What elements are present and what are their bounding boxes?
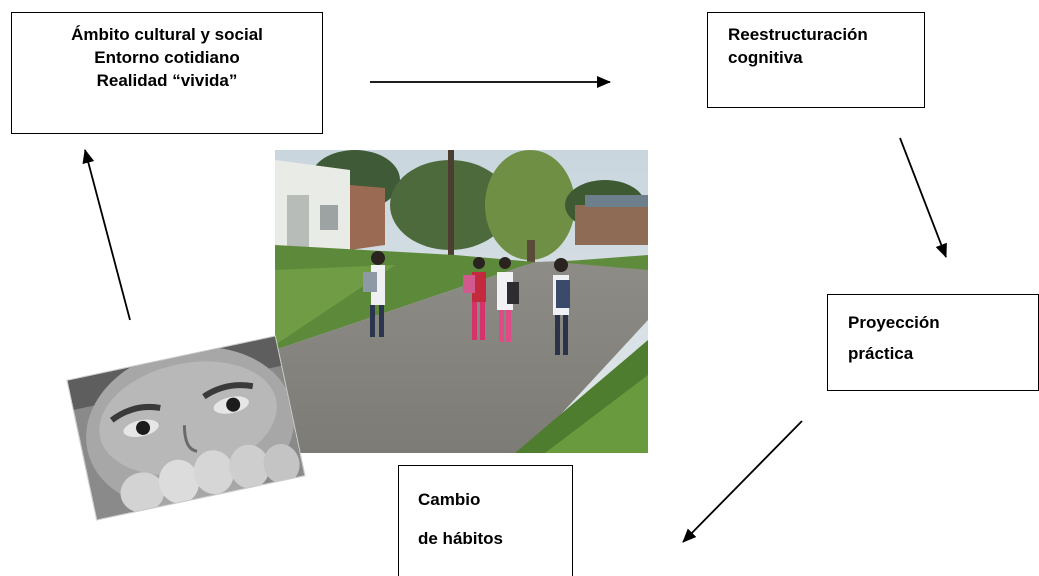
cambio-line-2: de hábitos <box>418 529 504 548</box>
proyeccion-line-1: Proyección <box>848 313 940 332</box>
reestructuracion-line-2: cognitiva <box>728 48 803 67</box>
arrow-proyeccion-to-cambio <box>682 420 803 543</box>
reestructuracion-line-1: Reestructuración <box>728 25 868 44</box>
proyeccion-line-2: práctica <box>848 344 914 363</box>
cambio-habitos-box: Cambio de hábitos <box>398 465 573 576</box>
street-photo <box>275 150 648 453</box>
cambio-line-1: Cambio <box>418 490 481 509</box>
proyeccion-box: Proyección práctica <box>827 294 1039 391</box>
arrow-to-ambito <box>82 149 131 321</box>
ambito-line-3: Realidad “vivida” <box>96 71 238 90</box>
ambito-cultural-box: Ámbito cultural y social Entorno cotidia… <box>11 12 323 134</box>
ambito-line-2: Entorno cotidiano <box>94 48 240 67</box>
ambito-line-1: Ámbito cultural y social <box>71 25 263 44</box>
arrow-reestructuracion-to-proyeccion <box>899 137 947 258</box>
child-face-photo <box>67 336 305 520</box>
reestructuracion-box: Reestructuración cognitiva <box>707 12 925 108</box>
